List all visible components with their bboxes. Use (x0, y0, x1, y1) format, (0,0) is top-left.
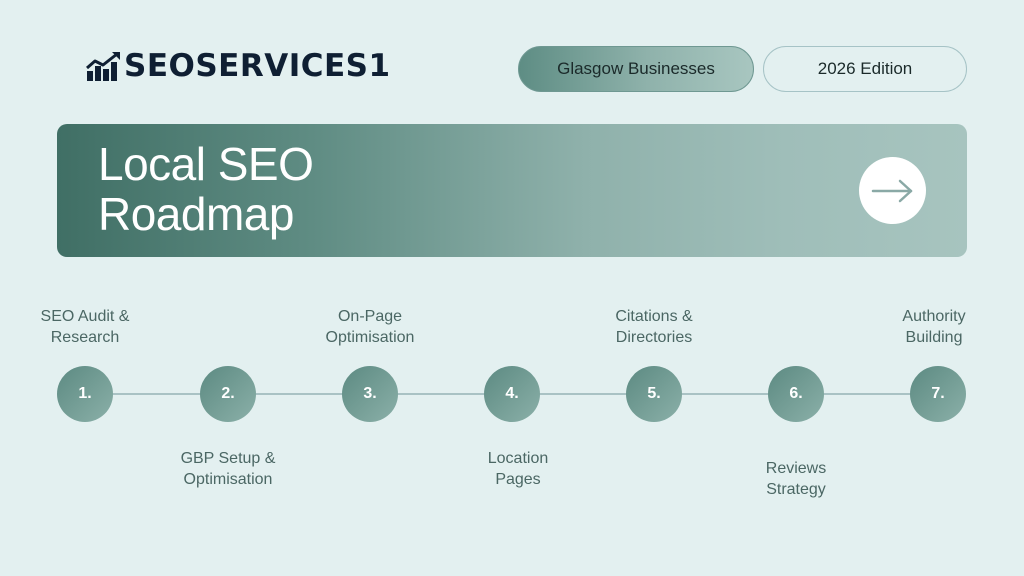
step-4-label-line-1: Location (487, 450, 549, 467)
step-4-label: Location Pages (448, 448, 588, 490)
step-6-marker[interactable]: 6. (768, 366, 824, 422)
step-5-marker[interactable]: 5. (626, 366, 682, 422)
step-2-label-line-2: Optimisation (183, 471, 273, 488)
step-1-marker[interactable]: 1. (57, 366, 113, 422)
page-title: Local SEO Roadmap (98, 139, 458, 239)
arrow-right-icon (871, 179, 912, 202)
step-1-label: SEO Audit & Research (15, 306, 155, 348)
step-5-label-line-2: Directories (615, 329, 693, 346)
edition-pill[interactable]: 2026 Edition (763, 46, 967, 92)
step-5-label: Citations & Directories (584, 306, 724, 348)
step-7-label-line-1: Authority (902, 308, 966, 325)
page-title-line-2: Roadmap (98, 188, 294, 240)
step-7-marker[interactable]: 7. (910, 366, 966, 422)
step-4-marker[interactable]: 4. (484, 366, 540, 422)
next-button[interactable] (859, 157, 926, 224)
step-1-label-line-1: SEO Audit & (40, 308, 130, 325)
step-2-label: GBP Setup & Optimisation (158, 448, 298, 490)
city-pill[interactable]: Glasgow Businesses (518, 46, 754, 92)
step-5-label-line-1: Citations & (615, 308, 693, 325)
step-6-label-line-1: Reviews (765, 460, 827, 477)
step-2-label-line-1: GBP Setup & (180, 450, 276, 467)
step-3-label: On-Page Optimisation (300, 306, 440, 348)
brand-logo[interactable]: SEOSERVICES1 (86, 44, 391, 88)
step-3-label-line-1: On-Page (337, 308, 403, 325)
step-7-label-line-2: Building (905, 329, 963, 346)
step-3-label-line-2: Optimisation (325, 329, 415, 346)
step-2-marker[interactable]: 2. (200, 366, 256, 422)
step-4-label-line-2: Pages (495, 471, 541, 488)
page-title-line-1: Local SEO (98, 138, 314, 190)
step-7-label: Authority Building (864, 306, 1004, 348)
step-3-marker[interactable]: 3. (342, 366, 398, 422)
step-1-label-line-2: Research (50, 329, 120, 346)
title-banner: Local SEO Roadmap (57, 124, 967, 257)
step-6-label: Reviews Strategy (726, 458, 866, 500)
rising-bar-chart-icon (86, 52, 120, 81)
brand-name: SEOSERVICES1 (124, 47, 391, 84)
step-6-label-line-2: Strategy (766, 481, 826, 498)
